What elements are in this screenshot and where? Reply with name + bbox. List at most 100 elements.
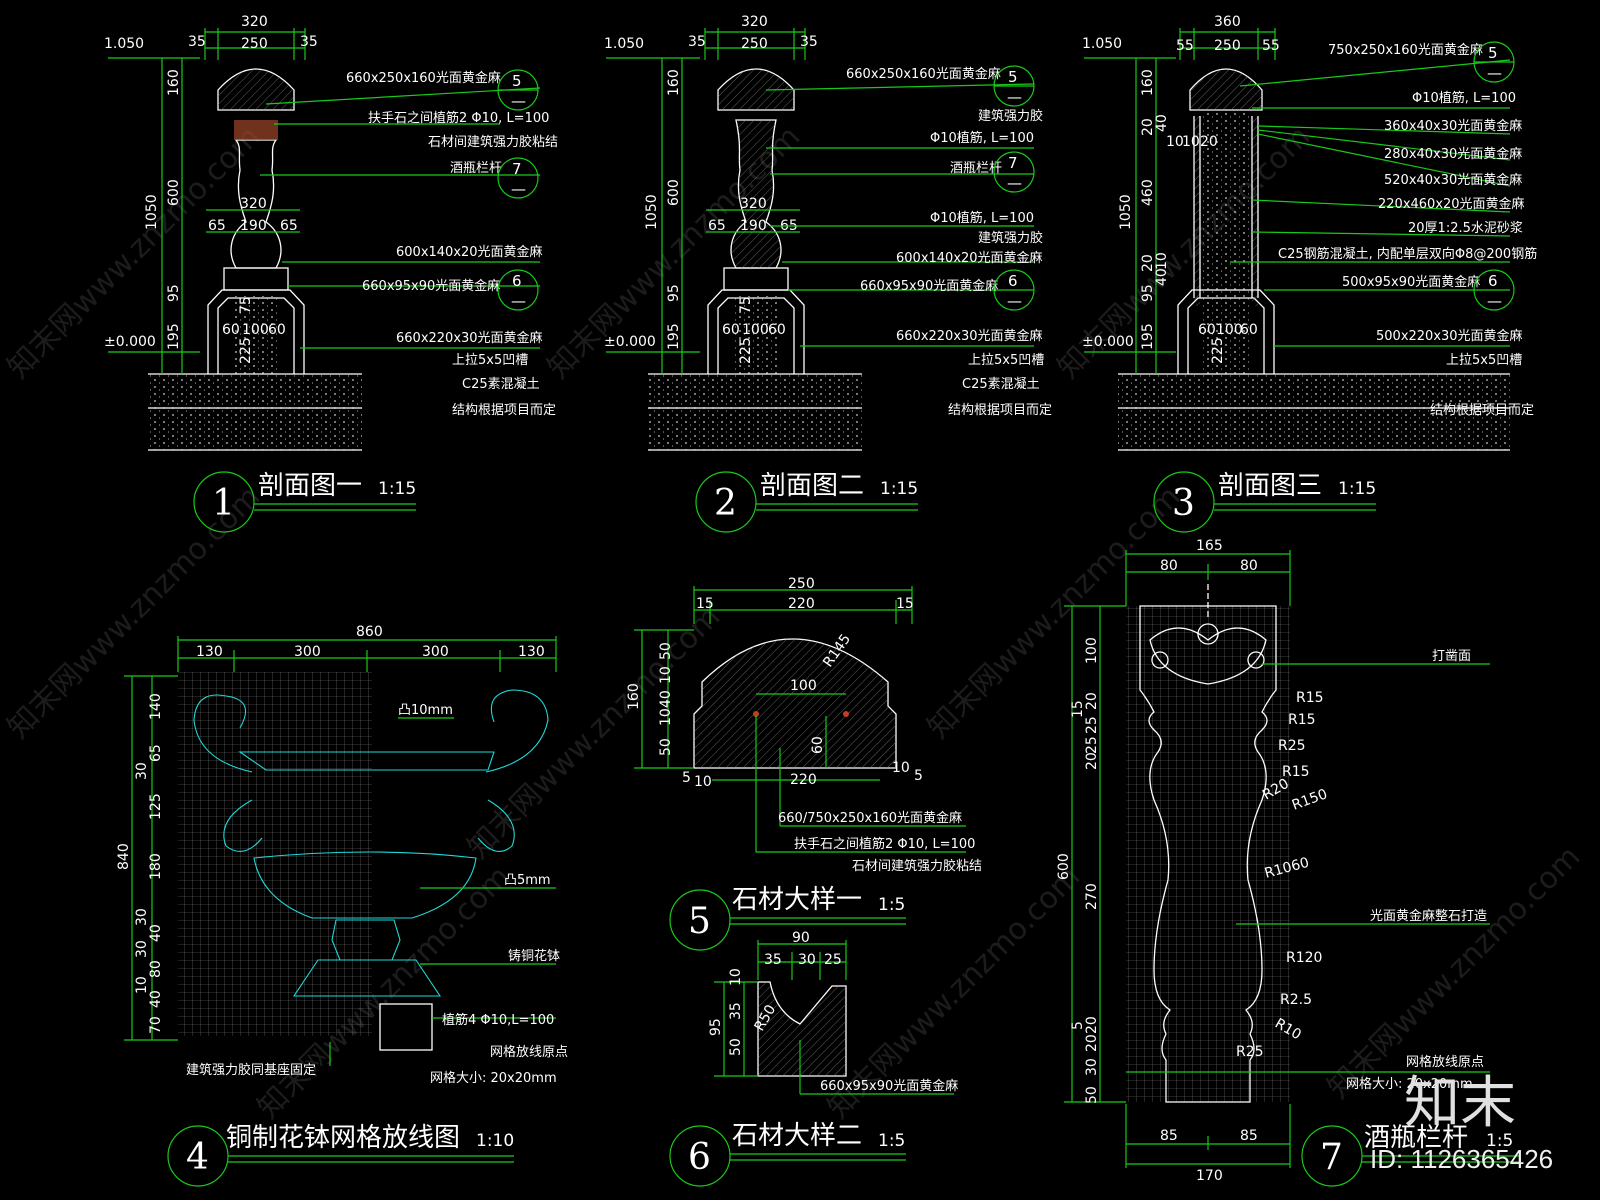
svg-text:65: 65 <box>280 218 298 234</box>
concrete-layer <box>148 374 362 408</box>
svg-text:铸铜花钵: 铸铜花钵 <box>508 948 560 964</box>
svg-text:—: — <box>1487 64 1502 82</box>
svg-text:95: 95 <box>708 1018 724 1036</box>
svg-text:30: 30 <box>1084 1058 1100 1076</box>
svg-text:15: 15 <box>896 596 914 612</box>
svg-text:250: 250 <box>741 36 768 52</box>
svg-text:130: 130 <box>518 644 545 660</box>
svg-text:10: 10 <box>658 708 674 726</box>
svg-text:30: 30 <box>134 762 150 780</box>
svg-text:195: 195 <box>666 323 682 350</box>
svg-text:30: 30 <box>134 940 150 958</box>
drawing-number: 1 <box>212 483 235 524</box>
svg-text:220x460x20光面黄金麻: 220x460x20光面黄金麻 <box>1378 196 1525 212</box>
urn-bowl <box>253 851 477 919</box>
dim-label: 250 <box>241 36 268 52</box>
svg-text:50: 50 <box>658 642 674 660</box>
svg-text:1:5: 1:5 <box>1486 1131 1513 1151</box>
svg-text:1.050: 1.050 <box>604 36 644 52</box>
structure-layer <box>148 408 362 450</box>
svg-text:凸10mm: 凸10mm <box>398 703 453 718</box>
svg-text:—: — <box>1487 292 1502 310</box>
urn-rim <box>238 751 495 771</box>
svg-text:R15: R15 <box>1296 690 1324 706</box>
svg-text:25: 25 <box>1084 736 1100 754</box>
svg-text:100: 100 <box>1216 322 1243 338</box>
svg-text:Φ10植筋, L=100: Φ10植筋, L=100 <box>930 130 1034 146</box>
svg-text:520x40x30光面黄金麻: 520x40x30光面黄金麻 <box>1384 172 1522 188</box>
svg-text:建筑强力胶同基座固定: 建筑强力胶同基座固定 <box>186 1062 316 1078</box>
svg-text:酒瓶栏杆: 酒瓶栏杆 <box>450 161 502 176</box>
svg-text:190: 190 <box>240 218 267 234</box>
svg-text:酒瓶栏杆: 酒瓶栏杆 <box>950 161 1002 176</box>
svg-text:190: 190 <box>740 218 767 234</box>
svg-text:20厚1:2.5水泥砂浆: 20厚1:2.5水泥砂浆 <box>1408 221 1523 236</box>
svg-text:4: 4 <box>186 1137 209 1178</box>
svg-text:660x250x160光面黄金麻: 660x250x160光面黄金麻 <box>346 70 501 86</box>
svg-text:10: 10 <box>1154 252 1170 270</box>
svg-text:R2.5: R2.5 <box>1280 992 1312 1008</box>
svg-text:80: 80 <box>148 960 164 978</box>
svg-text:500x95x90光面黄金麻: 500x95x90光面黄金麻 <box>1342 274 1480 290</box>
svg-text:15: 15 <box>1070 700 1086 718</box>
svg-text:300: 300 <box>422 644 449 660</box>
dim-label: 320 <box>241 14 268 30</box>
svg-text:30: 30 <box>134 908 150 926</box>
svg-text:1:5: 1:5 <box>878 895 905 915</box>
urn-handle-right <box>477 689 549 852</box>
svg-text:600x140x20光面黄金麻: 600x140x20光面黄金麻 <box>896 250 1043 266</box>
svg-text:6: 6 <box>1008 272 1018 290</box>
svg-text:40: 40 <box>658 690 674 708</box>
svg-text:35: 35 <box>800 34 818 50</box>
svg-text:剖面图二: 剖面图二 <box>760 471 864 501</box>
svg-text:7: 7 <box>1320 1137 1343 1178</box>
svg-text:20: 20 <box>1084 692 1100 710</box>
svg-text:660x220x30光面黄金麻: 660x220x30光面黄金麻 <box>896 328 1043 344</box>
svg-text:75: 75 <box>238 296 254 314</box>
svg-text:65: 65 <box>148 744 164 762</box>
svg-text:Φ10植筋, L=100: Φ10植筋, L=100 <box>930 210 1034 226</box>
svg-text:5: 5 <box>512 72 522 90</box>
svg-text:10: 10 <box>694 774 712 790</box>
concrete-core <box>1200 110 1252 374</box>
svg-text:C25素混凝土: C25素混凝土 <box>962 376 1040 392</box>
svg-text:85: 85 <box>1160 1128 1178 1144</box>
svg-text:凸5mm: 凸5mm <box>504 873 551 888</box>
svg-text:140: 140 <box>148 693 164 720</box>
svg-text:40: 40 <box>148 924 164 942</box>
svg-text:1:10: 1:10 <box>476 1131 514 1151</box>
svg-text:660x95x90光面黄金麻: 660x95x90光面黄金麻 <box>820 1078 958 1094</box>
svg-text:±0.000: ±0.000 <box>604 334 656 350</box>
svg-text:320: 320 <box>741 14 768 30</box>
svg-text:225: 225 <box>738 337 754 364</box>
svg-text:结构根据项目而定: 结构根据项目而定 <box>948 403 1052 418</box>
svg-text:165: 165 <box>1196 538 1223 554</box>
layout-grid <box>1126 606 1290 1102</box>
svg-text:Φ10植筋, L=100: Φ10植筋, L=100 <box>1412 90 1516 106</box>
svg-text:5: 5 <box>1488 44 1498 62</box>
dim-label: 35 <box>300 34 318 50</box>
svg-text:70: 70 <box>148 1016 164 1034</box>
svg-text:35: 35 <box>688 34 706 50</box>
svg-text:R25: R25 <box>1236 1044 1264 1060</box>
svg-text:20: 20 <box>1140 118 1156 136</box>
section-1: 320 35 250 35 1.050 ±0.000 160 1050 600 … <box>104 14 558 533</box>
svg-text:光面黄金麻整石打造: 光面黄金麻整石打造 <box>1370 908 1487 924</box>
svg-text:100: 100 <box>742 322 769 338</box>
svg-text:160: 160 <box>626 683 642 710</box>
svg-text:35: 35 <box>764 952 782 968</box>
svg-text:结构根据项目而定: 结构根据项目而定 <box>1430 403 1534 418</box>
svg-text:R120: R120 <box>1286 950 1322 966</box>
svg-text:60: 60 <box>222 322 240 338</box>
svg-text:网格大小: 20x20mm: 网格大小: 20x20mm <box>430 1070 557 1086</box>
svg-text:750x250x160光面黄金麻: 750x250x160光面黄金麻 <box>1328 42 1483 58</box>
svg-text:360x40x30光面黄金麻: 360x40x30光面黄金麻 <box>1384 118 1522 134</box>
svg-text:2: 2 <box>714 483 737 524</box>
svg-text:20: 20 <box>1200 134 1218 150</box>
svg-text:840: 840 <box>116 843 132 870</box>
svg-text:60: 60 <box>722 322 740 338</box>
svg-text:1050: 1050 <box>1118 194 1134 230</box>
baluster-outline <box>1139 605 1277 1103</box>
svg-text:20: 20 <box>1140 254 1156 272</box>
svg-text:320: 320 <box>240 196 267 212</box>
